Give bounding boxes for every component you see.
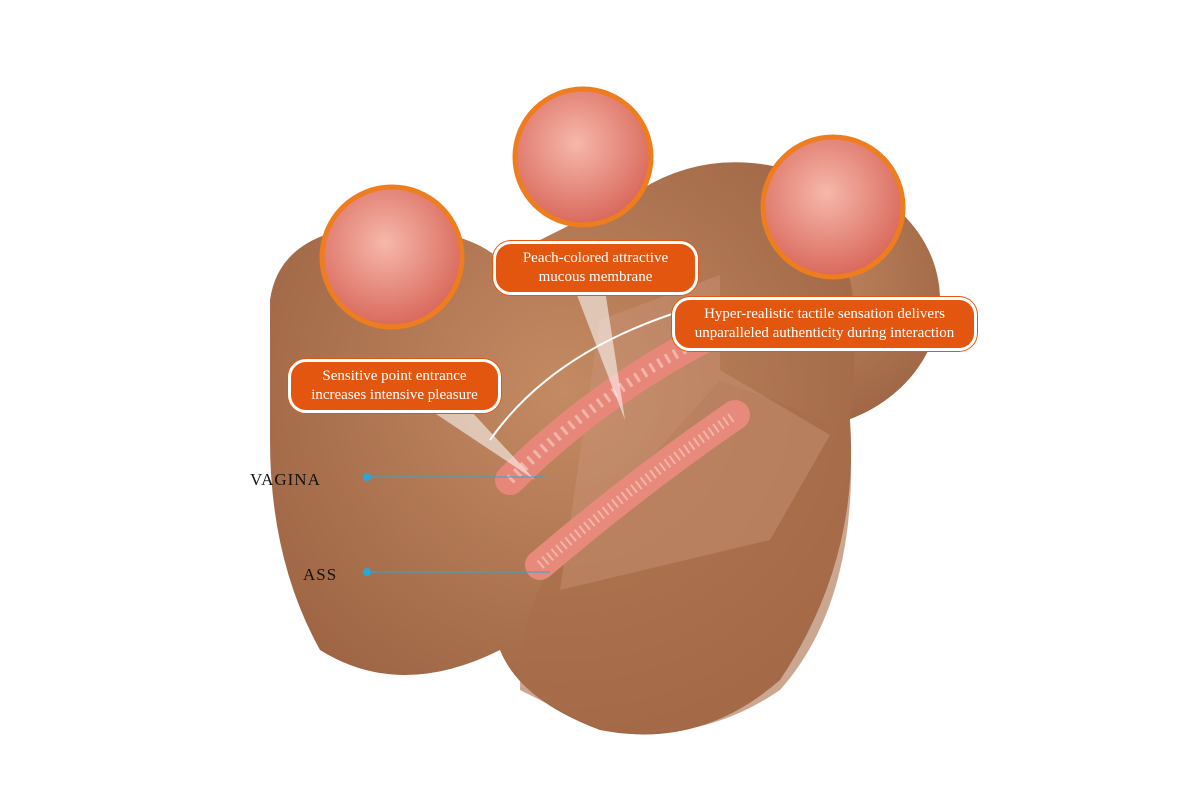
label-lower-channel: ASS <box>303 565 338 584</box>
callout-membrane: Peach-colored attractive mucous membrane <box>493 241 698 295</box>
callout-line: unparalleled authenticity during interac… <box>694 325 955 341</box>
texture-detail-circles <box>319 86 906 330</box>
callout-line: mucous membrane <box>538 269 653 285</box>
callout-tactile: Hyper-realistic tactile sensation delive… <box>672 297 977 351</box>
callout-line: Hyper-realistic tactile sensation delive… <box>704 306 945 322</box>
callout-entrance: Sensitive point entrance increases inten… <box>288 359 501 413</box>
label-markers <box>363 473 550 576</box>
callout-line: increases intensive pleasure <box>311 387 478 403</box>
callout-line: Peach-colored attractive <box>522 250 669 266</box>
label-upper-channel: VAGINA <box>250 470 321 489</box>
callout-line: Sensitive point entrance <box>322 368 467 384</box>
